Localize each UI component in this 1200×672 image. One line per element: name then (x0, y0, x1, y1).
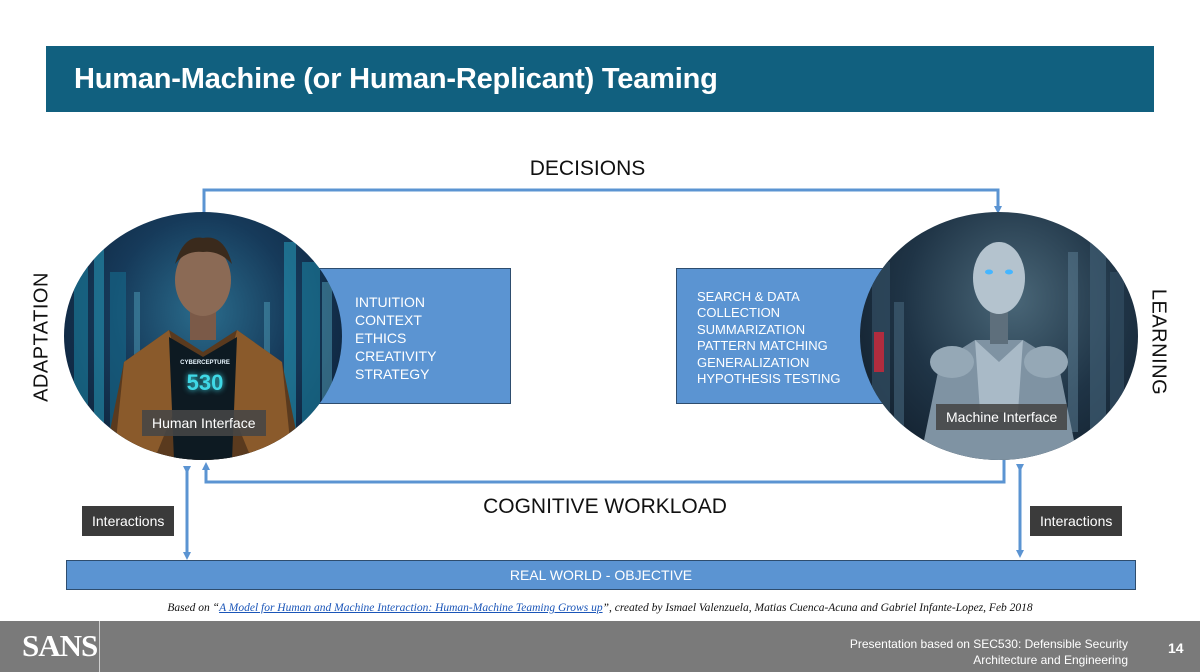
interactions-left-tag: Interactions (82, 506, 175, 536)
citation-link[interactable]: A Model for Human and Machine Interactio… (219, 602, 603, 614)
interactions-right-tag: Interactions (1030, 506, 1123, 536)
adaptation-label: ADAPTATION (30, 272, 53, 402)
human-interface-tag: Human Interface (142, 410, 266, 436)
machine-capability: PATTERN MATCHING (697, 338, 828, 354)
machine-capabilities-box: SEARCH & DATA COLLECTION SUMMARIZATION P… (676, 268, 891, 404)
robot-illustration (872, 242, 1124, 460)
footer-divider (99, 621, 100, 672)
learning-label: LEARNING (1147, 288, 1170, 396)
page-number: 14 (1168, 640, 1184, 656)
footer-caption-line1: Presentation based on SEC530: Defensible… (849, 637, 1128, 651)
cognitive-workload-label: COGNITIVE WORKLOAD (483, 495, 727, 518)
machine-capability: GENERALIZATION (697, 354, 810, 370)
human-capability: INTUITION (355, 294, 425, 310)
machine-capability: HYPOTHESIS TESTING (697, 371, 841, 387)
human-capability: CREATIVITY (355, 348, 437, 364)
chest-caption: CYBERCEPTURE (180, 360, 230, 366)
human-capability: CONTEXT (355, 312, 422, 328)
citation-prefix: Based on “ (167, 602, 220, 614)
cognitive-workload-arrow (202, 460, 1006, 484)
citation: Based on “A Model for Human and Machine … (0, 602, 1200, 614)
human-capability: STRATEGY (355, 366, 430, 382)
chest-number: 530 (186, 370, 224, 395)
human-capability: ETHICS (355, 330, 407, 346)
footer-caption-line2: Architecture and Engineering (973, 652, 1128, 667)
machine-capability: SUMMARIZATION (697, 321, 806, 337)
real-world-objective-bar: REAL WORLD - OBJECTIVE (66, 560, 1136, 590)
slide-title: Human-Machine (or Human-Replicant) Teami… (74, 63, 718, 95)
machine-capability: SEARCH & DATA (697, 289, 800, 304)
decisions-label: DECISIONS (529, 157, 646, 180)
decisions-arrow (202, 188, 1002, 214)
footer-bar (0, 621, 1200, 672)
title-bar (46, 46, 1154, 112)
footer-caption: Presentation based on SEC530: Defensible… (850, 637, 1128, 668)
citation-suffix: ”, created by Ismael Valenzuela, Matias … (602, 602, 1033, 614)
machine-capability: COLLECTION (697, 305, 781, 321)
machine-interface-tag: Machine Interface (936, 404, 1068, 430)
sans-logo: SANS (22, 628, 98, 663)
